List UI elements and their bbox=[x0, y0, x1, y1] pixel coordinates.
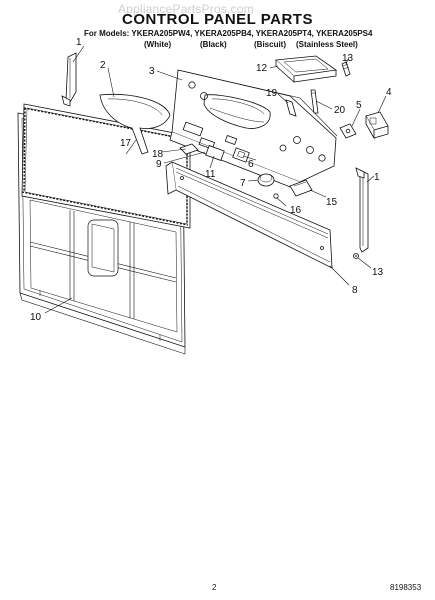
callout-1-right: 1 bbox=[374, 172, 380, 183]
callout-8: 8 bbox=[352, 285, 358, 296]
document-number: 8198353 bbox=[390, 583, 422, 592]
callout-19: 19 bbox=[266, 88, 278, 99]
callout-20: 20 bbox=[334, 105, 346, 116]
variant-black: (Black) bbox=[200, 40, 227, 49]
callout-5: 5 bbox=[356, 100, 362, 111]
callout-1-left: 1 bbox=[76, 37, 82, 48]
callout-2: 2 bbox=[100, 60, 106, 71]
callout-3: 3 bbox=[149, 66, 155, 77]
part-duct bbox=[99, 94, 171, 155]
model-list: For Models: YKERA205PW4, YKERA205PB4, YK… bbox=[84, 29, 373, 38]
part-bracket-left bbox=[61, 52, 77, 107]
callout-12: 12 bbox=[256, 63, 268, 74]
callout-17: 17 bbox=[120, 138, 132, 149]
callout-11: 11 bbox=[205, 169, 216, 180]
callout-10: 10 bbox=[30, 312, 42, 323]
callout-16: 16 bbox=[290, 205, 302, 216]
callout-4: 4 bbox=[386, 87, 392, 98]
callout-15: 15 bbox=[326, 197, 338, 208]
page-number: 2 bbox=[212, 583, 217, 592]
variant-stainless: (Stainless Steel) bbox=[296, 40, 358, 49]
part-rod bbox=[310, 89, 319, 114]
part-screw-top bbox=[341, 61, 351, 77]
callout-18: 18 bbox=[152, 149, 164, 160]
variant-biscuit: (Biscuit) bbox=[254, 40, 286, 49]
part-tab bbox=[285, 99, 297, 117]
callout-7: 7 bbox=[240, 178, 246, 189]
watermark: AppliancePartsPros.com bbox=[118, 2, 254, 16]
callout-6: 6 bbox=[248, 159, 254, 170]
part-bracket-right bbox=[355, 167, 369, 253]
callout-13-bottom: 13 bbox=[372, 267, 384, 278]
part-display-lens bbox=[275, 55, 338, 83]
callouts: 1 1 2 3 4 5 6 7 8 9 10 11 12 13 13 15 16… bbox=[30, 37, 392, 323]
part-screw-mid bbox=[273, 193, 279, 199]
part-knob bbox=[257, 173, 275, 187]
variant-white: (White) bbox=[144, 40, 172, 49]
leader-lines bbox=[44, 45, 387, 314]
part-spacer bbox=[179, 143, 199, 155]
part-screw-bottom bbox=[353, 253, 359, 259]
part-clip bbox=[339, 123, 357, 139]
part-bracket-small bbox=[289, 179, 313, 197]
callout-9: 9 bbox=[156, 159, 162, 170]
part-connector bbox=[365, 111, 389, 140]
callout-13-top: 13 bbox=[342, 53, 354, 64]
diagram-title: CONTROL PANEL PARTS bbox=[122, 11, 313, 28]
